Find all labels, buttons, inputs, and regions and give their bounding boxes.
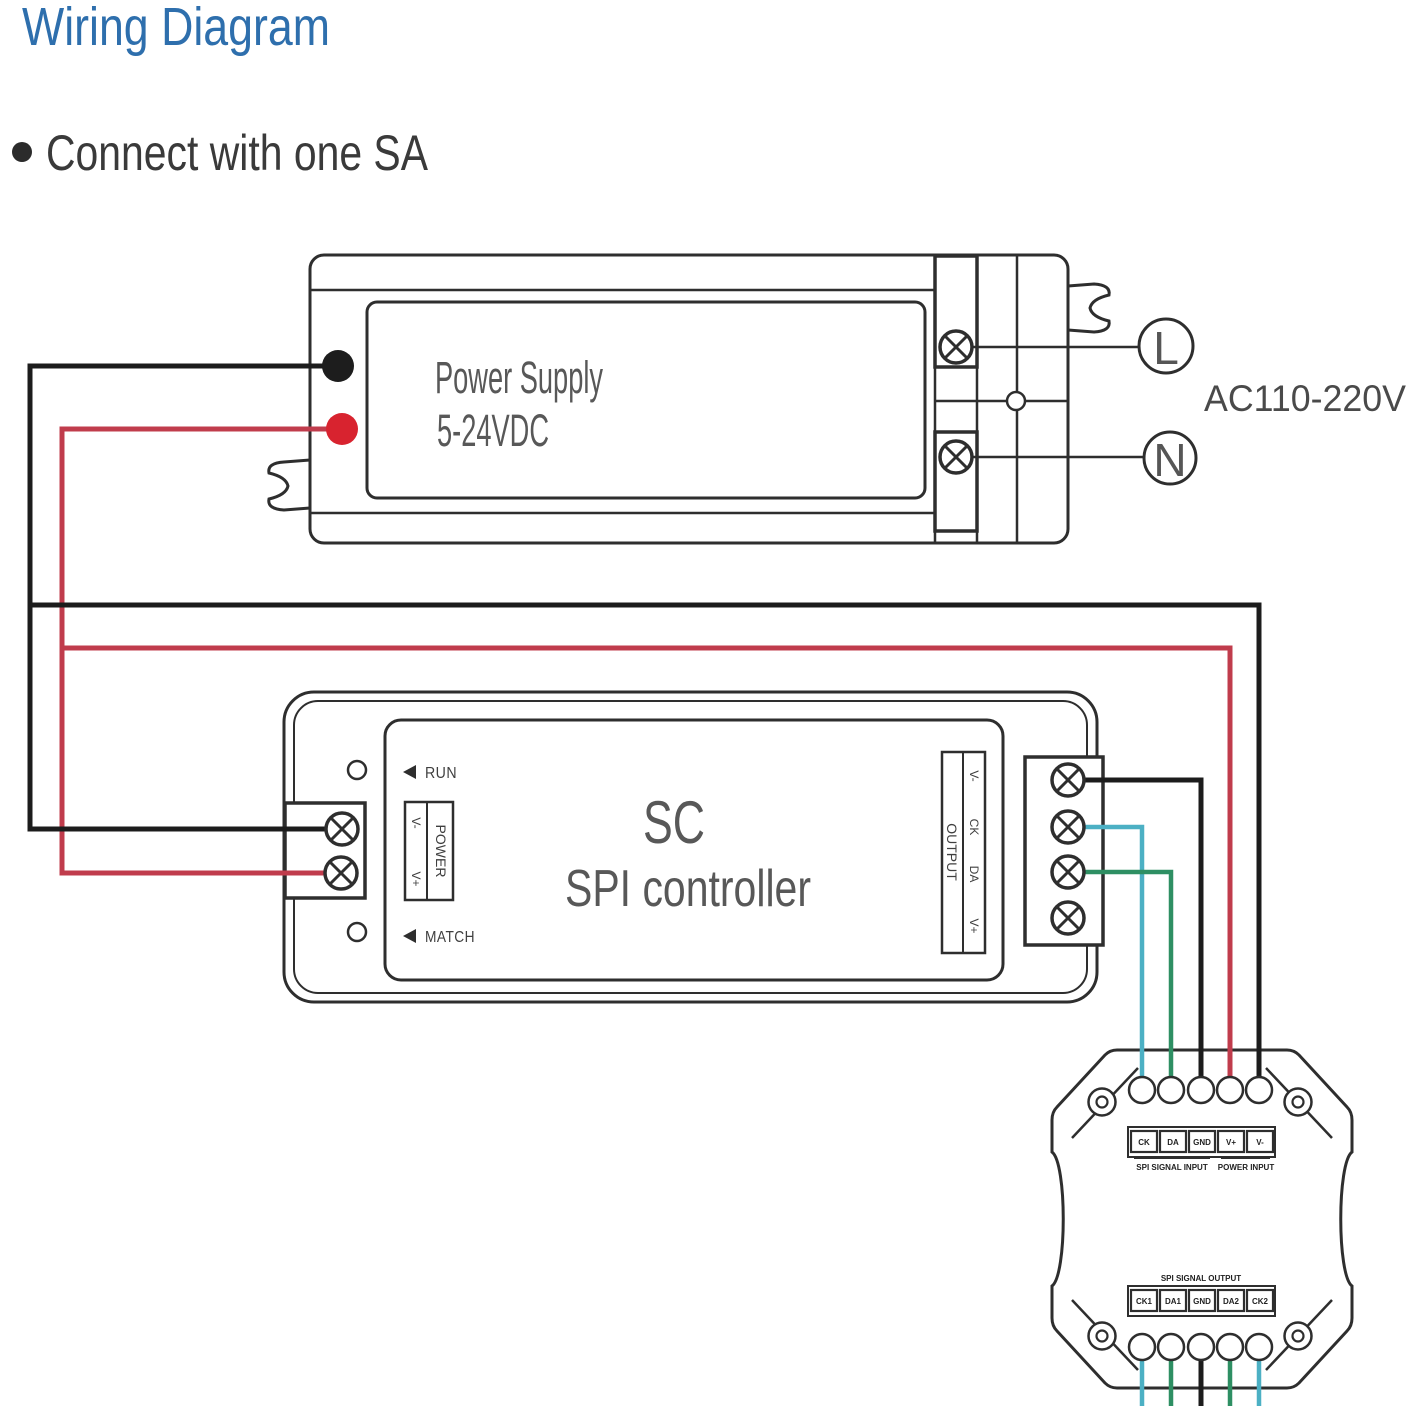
sa-input-pin-vplus: V+ [1226, 1138, 1236, 1147]
sa-output-pin-gnd: GND [1193, 1297, 1211, 1306]
page-title: Wiring Diagram [22, 0, 330, 57]
sc-model-label: SC [643, 789, 705, 856]
screw-terminal-icon [1050, 900, 1086, 936]
sc-output-pin-ck: CK [967, 819, 981, 836]
wire-hole-icon [1244, 1075, 1274, 1105]
match-arrow-icon [403, 929, 416, 943]
sa-output-pin-da2: DA2 [1223, 1297, 1240, 1306]
psu-terminal-box-live [933, 254, 979, 369]
wire-hole-icon [1186, 1332, 1216, 1362]
wire-vplus-to-sc [59, 426, 342, 876]
ac-voltage-label: AC110-220V [1204, 378, 1406, 419]
indicator-hole-icon [346, 921, 368, 943]
sa-input-terminal [1187, 1129, 1217, 1154]
screw-terminal-icon [1050, 809, 1086, 845]
live-terminal-circle [1137, 317, 1195, 375]
sc-output-label: OUTPUT [944, 823, 960, 881]
sa-output-pin-ck2: CK2 [1252, 1297, 1269, 1306]
psu-terminal-box-neutral [933, 430, 979, 533]
power-supply-box: Power Supply 5-24VDC [267, 253, 1145, 545]
wire-hole-icon [1215, 1332, 1245, 1362]
sa-input-pin-ck: CK [1138, 1138, 1150, 1147]
neutral-terminal-label: N [1153, 434, 1186, 486]
wire-vminus-to-sa [30, 602, 1262, 1077]
sa-signal-output-label: SPI SIGNAL OUTPUT [1161, 1274, 1241, 1283]
wire-hole-icon [1156, 1075, 1186, 1105]
wire-gnd-signal [1068, 777, 1204, 1077]
sa-input-terminal [1245, 1129, 1275, 1154]
strain-relief-clip-icon [1067, 282, 1111, 334]
sa-output-terminals: CK1 DA1 GND DA2 CK2 [1129, 1288, 1275, 1313]
sa-input-terminals: CK DA GND V+ V- [1129, 1129, 1275, 1154]
sa-output-terminal [1158, 1288, 1188, 1313]
sa-input-terminal [1216, 1129, 1246, 1154]
screw-terminal-icon [324, 811, 360, 847]
sc-output-pin-vplus: V+ [967, 918, 981, 933]
terminal-overlays [322, 329, 1313, 1362]
sc-face-panel [383, 718, 1005, 982]
wire-hole-icon [1127, 1332, 1157, 1362]
sa-output-terminal [1187, 1288, 1217, 1313]
connection-node-icon [1005, 390, 1027, 412]
sc-controller-box: RUN MATCH V- V+ POWER SC SPI controller … [282, 690, 1105, 1004]
indicator-hole-icon [346, 759, 368, 781]
live-terminal-label: L [1153, 322, 1179, 374]
sa-power-input-label: POWER INPUT [1218, 1163, 1275, 1172]
red-wire-dot-icon [326, 413, 358, 445]
sa-device: CK DA GND V+ V- SPI SIGNAL INPUT POWER I… [1050, 1048, 1354, 1390]
screw-terminal-icon [1050, 854, 1086, 890]
mounting-screw-icon [1087, 1321, 1117, 1351]
sc-type-label: SPI controller [565, 860, 811, 918]
match-label: MATCH [425, 929, 475, 946]
sa-output-terminal [1129, 1288, 1159, 1313]
wire-hole-icon [1156, 1332, 1186, 1362]
sa-input-terminal [1158, 1129, 1188, 1154]
mounting-screw-icon [1283, 1087, 1313, 1117]
run-arrow-icon [403, 765, 416, 779]
sa-output-pin-da1: DA1 [1165, 1297, 1182, 1306]
wire-data-signal [1068, 869, 1174, 1077]
sc-output-pin-da: DA [967, 866, 981, 883]
wires [27, 363, 1262, 1406]
wire-vminus-to-sc [27, 363, 342, 832]
screw-terminal-icon [938, 329, 974, 365]
wire-hole-icon [1186, 1075, 1216, 1105]
sa-output-terminal [1245, 1288, 1275, 1313]
sc-power-label-box [403, 800, 455, 902]
sa-input-terminal [1129, 1129, 1159, 1154]
psu-label-panel [365, 300, 927, 500]
black-wire-dot-icon [322, 350, 354, 382]
psu-label-line2: 5-24VDC [437, 405, 549, 456]
wire-hole-icon [1215, 1075, 1245, 1105]
wire-hole-icon [1244, 1332, 1274, 1362]
sa-input-pin-gnd: GND [1193, 1138, 1211, 1147]
wire-hole-icon [1127, 1075, 1157, 1105]
bullet-icon [12, 142, 32, 162]
bullet-text: Connect with one SA [46, 125, 429, 181]
screw-terminal-icon [1050, 762, 1086, 798]
wire-vplus-to-sa [62, 645, 1233, 1077]
run-label: RUN [425, 765, 457, 782]
mounting-screw-icon [1087, 1087, 1117, 1117]
sa-output-pin-ck1: CK1 [1136, 1297, 1153, 1306]
sc-power-pin-vminus: V- [409, 817, 423, 828]
screw-terminal-icon [323, 855, 359, 891]
sa-signal-input-label: SPI SIGNAL INPUT [1136, 1163, 1208, 1172]
neutral-terminal-circle [1142, 430, 1198, 486]
ac-terminals: L N AC110-220V [1137, 317, 1406, 486]
header: Wiring Diagram Connect with one SA [12, 0, 429, 181]
sa-output-terminal [1216, 1288, 1246, 1313]
sc-power-label: POWER [433, 825, 449, 878]
sa-input-pin-da: DA [1167, 1138, 1179, 1147]
psu-label-line1: Power Supply [435, 352, 603, 403]
mounting-screw-icon [1283, 1321, 1313, 1351]
screw-terminal-icon [938, 439, 974, 475]
sc-output-pin-vminus: V- [967, 770, 981, 781]
sa-input-pin-vminus: V- [1256, 1138, 1264, 1147]
sc-power-pin-vplus: V+ [409, 871, 423, 886]
strain-relief-clip-icon [267, 458, 311, 512]
wire-clock-signal [1068, 824, 1145, 1077]
